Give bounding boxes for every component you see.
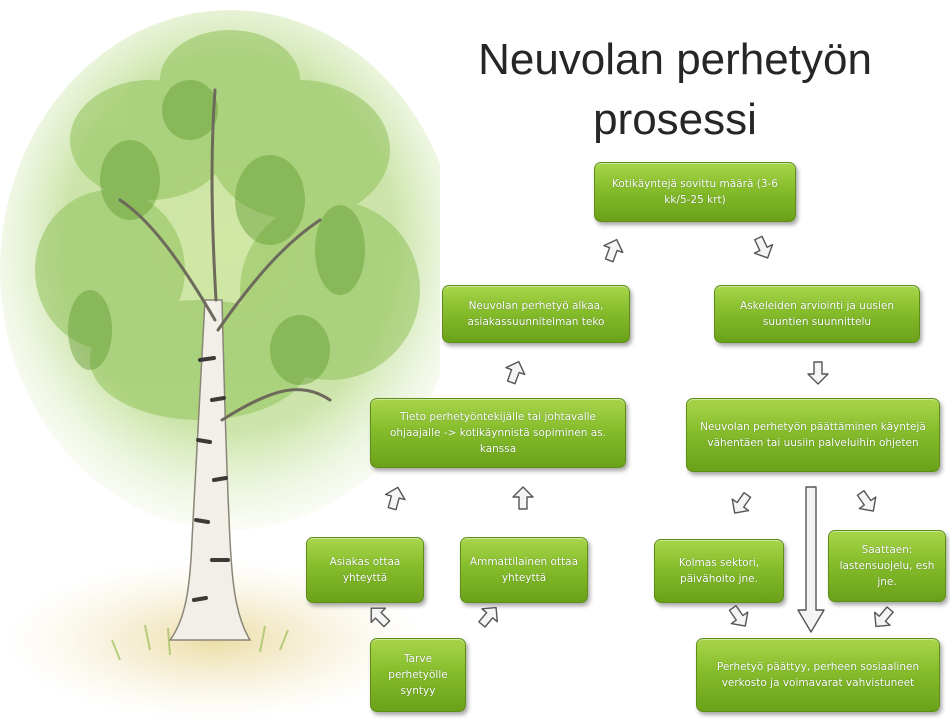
- node-need-arises: Tarve perhetyölle syntyy: [370, 638, 466, 712]
- arrow-up-icon: [501, 357, 530, 387]
- arrow-down-icon: [867, 602, 899, 635]
- node-family-work-starts: Neuvolan perhetyö alkaa, asiakassuunnite…: [442, 285, 630, 343]
- node-information: Tieto perhetyöntekijälle tai johtavalle …: [370, 398, 626, 468]
- title-line-2: prosessi: [593, 95, 757, 144]
- arrow-up-icon: [473, 600, 505, 633]
- arrow-up-icon: [512, 486, 534, 510]
- node-professional-contact: Ammattilainen ottaa yhteyttä: [460, 537, 588, 603]
- arrow-down-icon: [807, 361, 829, 385]
- arrow-down-icon: [748, 232, 778, 263]
- birch-tree-illustration: [0, 10, 440, 720]
- arrow-up-icon: [599, 235, 628, 265]
- node-evaluation: Askeleiden arviointi ja uusien suuntien …: [714, 285, 920, 343]
- node-client-contact: Asiakas ottaa yhteyttä: [306, 537, 424, 603]
- arrow-up-icon: [363, 600, 396, 633]
- node-third-sector: Kolmas sektori, päivähoito jne.: [654, 539, 784, 603]
- long-arrow-down-icon: [797, 486, 825, 633]
- node-escort: Saattaen: lastensuojelu, esh jne.: [828, 530, 946, 602]
- page-title: Neuvolan perhetyön prosessi: [440, 30, 910, 150]
- arrow-down-icon: [851, 486, 883, 518]
- arrow-down-icon: [725, 488, 757, 520]
- node-work-finished: Perhetyö päättyy, perheen sosiaalinen ve…: [696, 638, 940, 712]
- node-visit-count: Kotikäyntejä sovittu määrä (3-6 kk/5-25 …: [594, 162, 796, 222]
- arrow-up-icon: [381, 484, 408, 513]
- title-line-1: Neuvolan perhetyön: [478, 35, 872, 84]
- arrow-down-icon: [723, 601, 755, 633]
- node-ending: Neuvolan perhetyön päättäminen käyntejä …: [686, 398, 940, 472]
